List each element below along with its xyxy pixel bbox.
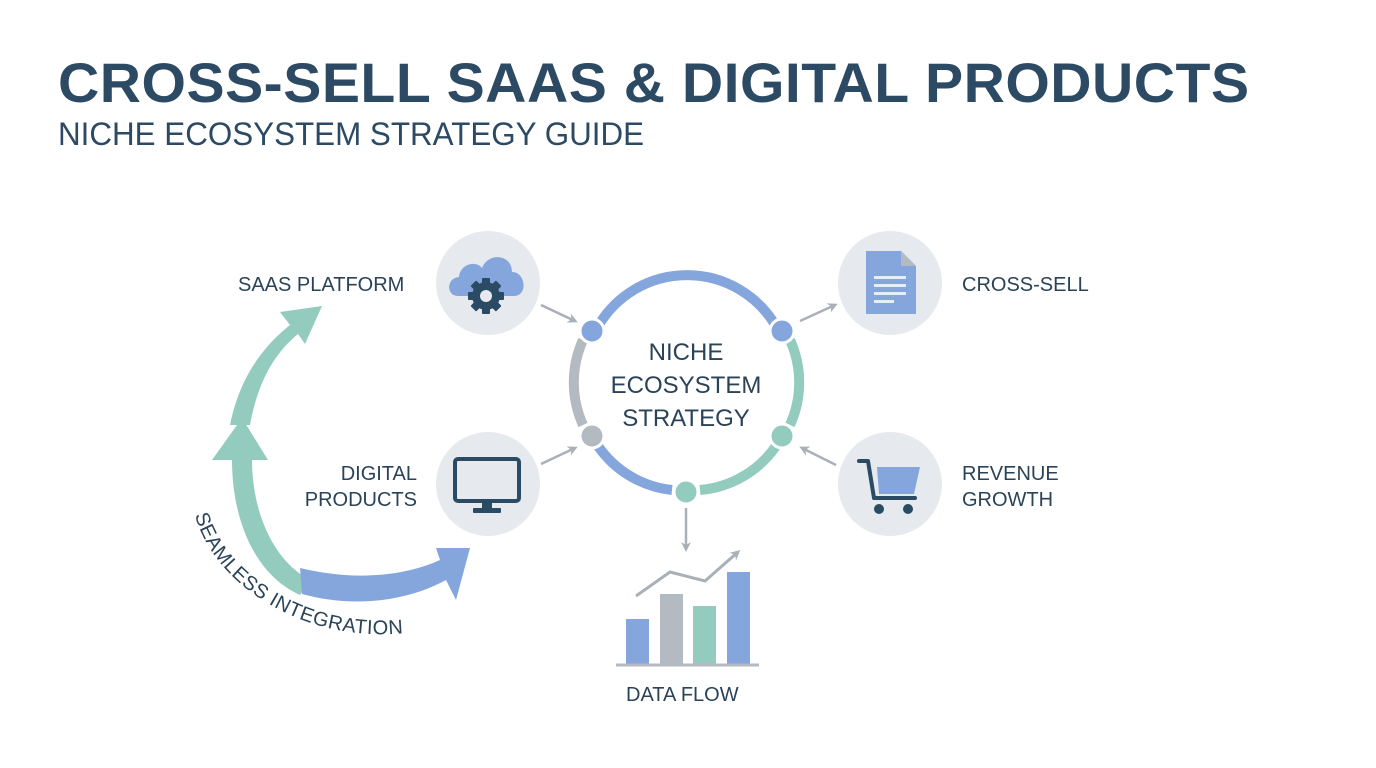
digital-products-label-line2: PRODUCTS <box>304 489 417 511</box>
bar-chart-trend-icon <box>616 550 759 667</box>
revenue-growth-label-line1: REVENUE <box>962 463 1059 485</box>
hub-title-line1: NICHE <box>648 339 724 366</box>
revenue-growth-label: REVENUE GROWTH <box>962 461 1059 513</box>
revenue-growth-label-line2: GROWTH <box>962 489 1054 511</box>
digital-products-label-line1: DIGITAL <box>340 463 417 485</box>
digital-products-label: DIGITAL PRODUCTS <box>297 461 417 513</box>
page-title: CROSS-SELL SAAS & DIGITAL PRODUCTS <box>58 51 1250 114</box>
page-subtitle: NICHE ECOSYSTEM STRATEGY GUIDE <box>58 116 645 152</box>
cross-sell-label: CROSS-SELL <box>962 274 1089 296</box>
connector-arrows <box>540 303 838 552</box>
hub-title-line3: STRATEGY <box>622 405 750 432</box>
saas-platform-label: SAAS PLATFORM <box>238 274 405 296</box>
monitor-icon <box>453 457 521 513</box>
cloud-gear-icon <box>449 257 524 314</box>
shopping-cart-icon <box>857 459 920 514</box>
document-icon <box>866 251 916 314</box>
hub-title: NICHE ECOSYSTEM STRATEGY <box>586 336 786 435</box>
hub-ring <box>568 270 805 495</box>
digital-icon-circle <box>436 432 540 536</box>
data-flow-label: DATA FLOW <box>626 684 739 706</box>
hub-title-line2: ECOSYSTEM <box>610 372 762 399</box>
hub-nodes <box>578 317 796 506</box>
cycle-arrows <box>212 306 470 602</box>
